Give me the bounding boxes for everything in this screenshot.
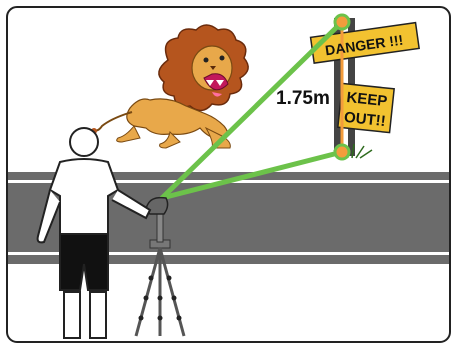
top-point <box>335 15 349 29</box>
bottom-point <box>335 145 349 159</box>
measurement-label: 1.75m <box>276 88 330 109</box>
